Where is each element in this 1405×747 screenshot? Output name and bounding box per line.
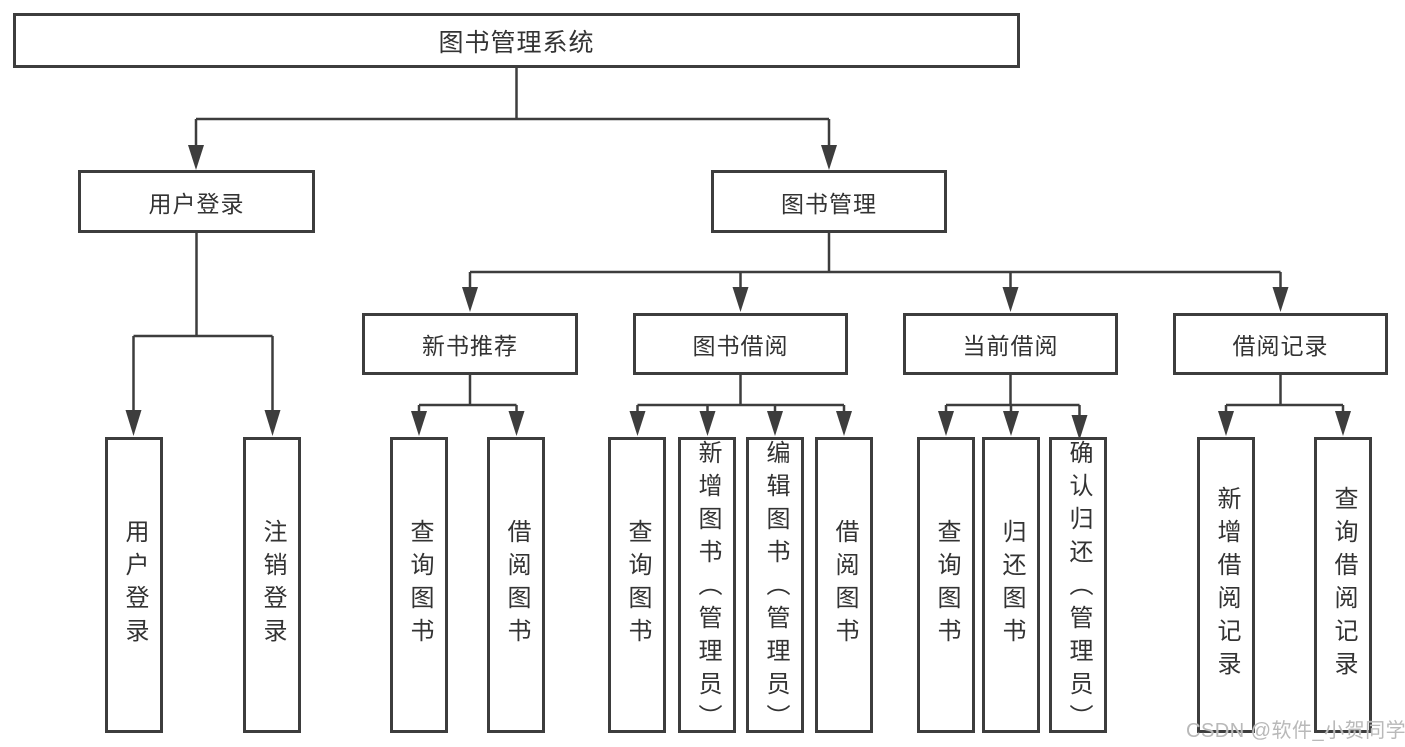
arrowhead-down-icon xyxy=(821,145,837,170)
arrowhead-down-icon xyxy=(264,410,281,436)
arrowhead-down-icon xyxy=(125,410,142,436)
node-current-borrow: 当前借阅 xyxy=(903,313,1118,375)
leaf-query-book-current: 查询图书 xyxy=(917,437,975,733)
node-root-system: 图书管理系统 xyxy=(13,13,1020,68)
arrowhead-down-icon xyxy=(629,411,646,436)
leaf-add-borrow-record: 新增借阅记录 xyxy=(1197,437,1255,733)
leaf-edit-book-admin: 编辑图书（管理员） xyxy=(746,437,804,737)
arrowhead-down-icon xyxy=(508,411,525,436)
arrowhead-down-icon xyxy=(767,411,783,436)
arrowhead-down-icon xyxy=(938,411,954,436)
csdn-watermark: CSDN @软件_小贺同学 xyxy=(1186,720,1405,742)
arrowhead-down-icon xyxy=(1272,287,1289,312)
leaf-query-borrow-record: 查询借阅记录 xyxy=(1314,437,1372,733)
node-user-login: 用户登录 xyxy=(78,170,315,233)
node-book-borrow: 图书借阅 xyxy=(633,313,848,375)
arrowhead-down-icon xyxy=(1071,415,1088,440)
arrowhead-down-icon xyxy=(836,411,852,436)
leaf-add-book-admin: 新增图书（管理员） xyxy=(678,437,736,737)
leaf-query-book-borrow: 查询图书 xyxy=(608,437,666,733)
arrowhead-down-icon xyxy=(1218,411,1234,436)
leaf-confirm-return-admin: 确认归还（管理员） xyxy=(1049,437,1107,737)
arrowhead-down-icon xyxy=(188,145,204,170)
arrowhead-down-icon xyxy=(732,287,749,312)
arrowhead-down-icon xyxy=(1002,287,1019,312)
arrowhead-down-icon xyxy=(411,411,427,436)
arrowhead-down-icon xyxy=(462,287,478,312)
node-borrow-records: 借阅记录 xyxy=(1173,313,1388,375)
leaf-query-book-recommend: 查询图书 xyxy=(390,437,448,733)
connector-current-borrow-to-leaves xyxy=(938,375,1088,440)
connector-book-borrow-to-leaves xyxy=(629,375,852,436)
leaf-return-book: 归还图书 xyxy=(982,437,1040,733)
leaf-borrow-book: 借阅图书 xyxy=(815,437,873,733)
leaf-logout-login: 注销登录 xyxy=(243,437,301,733)
arrowhead-down-icon xyxy=(1003,411,1019,436)
connector-new-book-recommend-to-leaves xyxy=(411,375,525,436)
arrowhead-down-icon xyxy=(1335,411,1351,436)
node-new-book-recommend: 新书推荐 xyxy=(362,313,578,375)
node-book-management: 图书管理 xyxy=(711,170,947,233)
leaf-borrow-book-recommend: 借阅图书 xyxy=(487,437,545,733)
connector-book-management-to-level3 xyxy=(462,233,1289,312)
connector-user-login-to-leaves xyxy=(125,233,281,436)
leaf-user-login: 用户登录 xyxy=(105,437,163,733)
connector-root-to-level2 xyxy=(188,68,837,170)
arrowhead-down-icon xyxy=(699,411,716,436)
connector-borrow-records-to-leaves xyxy=(1218,375,1351,436)
